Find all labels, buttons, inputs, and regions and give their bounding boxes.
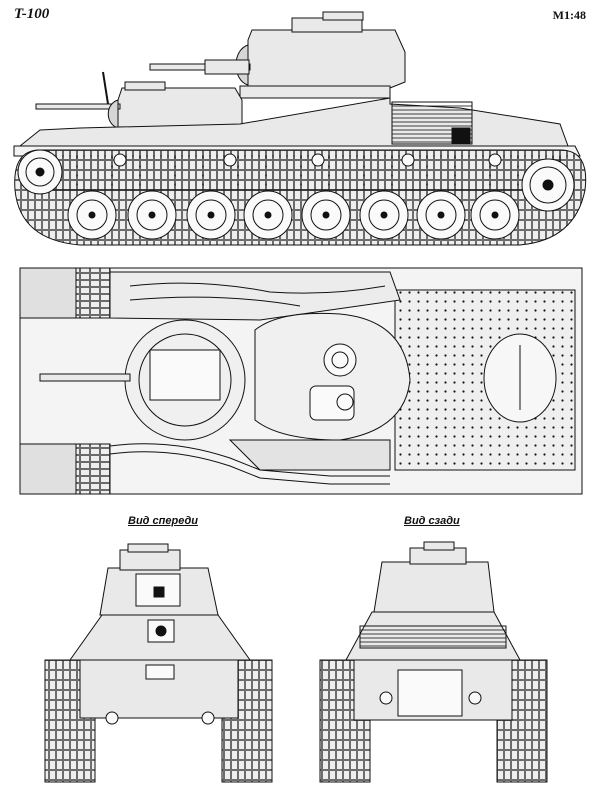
exhaust-panel (451, 127, 471, 145)
road-wheels (67, 190, 520, 240)
top-view (19, 267, 583, 495)
main-turret-top (254, 312, 411, 441)
drawing-title: T-100 (14, 6, 50, 22)
rear-grille (359, 625, 507, 649)
side-view (13, 11, 587, 246)
stowage-tarp (109, 271, 401, 321)
return-rollers (113, 153, 502, 167)
scale-label: M1:48 (552, 8, 586, 22)
right-track-front (75, 443, 111, 495)
left-track-front (75, 267, 111, 319)
front-turret (35, 71, 243, 129)
main-turret (149, 11, 406, 99)
front-view (44, 543, 273, 783)
rear-view-turret (373, 561, 495, 613)
rear-view-caption: Вид сзади (404, 515, 460, 527)
rear-view (319, 541, 548, 783)
front-view-cupola (119, 549, 181, 571)
front-view-caption: Вид спереди (128, 515, 198, 527)
rear-access-panel (397, 669, 463, 717)
front-gun-barrel (39, 373, 131, 382)
